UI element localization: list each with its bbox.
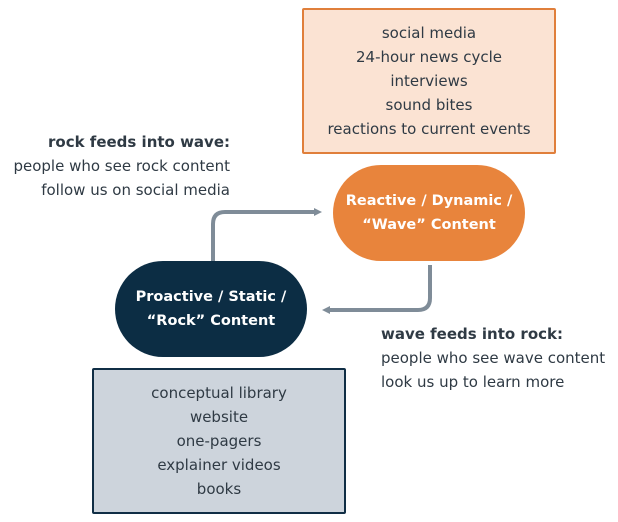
rock-feeds-wave-line: follow us on social media [41, 181, 230, 199]
wave-to-rock-arrow [322, 265, 432, 314]
rock-feeds-wave-line: people who see rock content [13, 157, 230, 175]
wave-feeds-rock-annotation: wave feeds into rock: people who see wav… [381, 322, 605, 394]
rock-example-item: one-pagers [176, 432, 262, 450]
rock-node-line: “Rock” Content [146, 313, 276, 329]
rock-to-wave-arrow [211, 208, 322, 263]
rock-content-node: Proactive / Static / “Rock” Content [115, 261, 307, 357]
wave-example-item: 24-hour news cycle [356, 48, 502, 66]
rock-feeds-wave-heading: rock feeds into wave: [48, 133, 230, 151]
wave-example-item: interviews [390, 72, 468, 90]
wave-feeds-rock-line: look us up to learn more [381, 373, 565, 391]
wave-example-item: sound bites [385, 96, 473, 114]
rock-example-item: books [196, 480, 242, 498]
wave-node-line: “Wave” Content [362, 217, 496, 233]
rock-example-item: conceptual library [151, 384, 287, 402]
rock-examples-box: conceptual library website one-pagers ex… [92, 368, 346, 514]
rock-feeds-wave-annotation: rock feeds into wave: people who see roc… [13, 130, 230, 202]
wave-feeds-rock-line: people who see wave content [381, 349, 606, 367]
wave-content-node: Reactive / Dynamic / “Wave” Content [333, 165, 525, 261]
wave-node-line: Reactive / Dynamic / [345, 193, 513, 209]
rock-example-item: website [189, 408, 249, 426]
rock-example-item: explainer videos [157, 456, 281, 474]
wave-example-item: social media [381, 24, 477, 42]
rock-node-line: Proactive / Static / [135, 289, 287, 305]
wave-example-item: reactions to current events [327, 120, 531, 138]
wave-examples-box: social media 24-hour news cycle intervie… [302, 8, 556, 154]
wave-feeds-rock-heading: wave feeds into rock: [381, 325, 563, 343]
